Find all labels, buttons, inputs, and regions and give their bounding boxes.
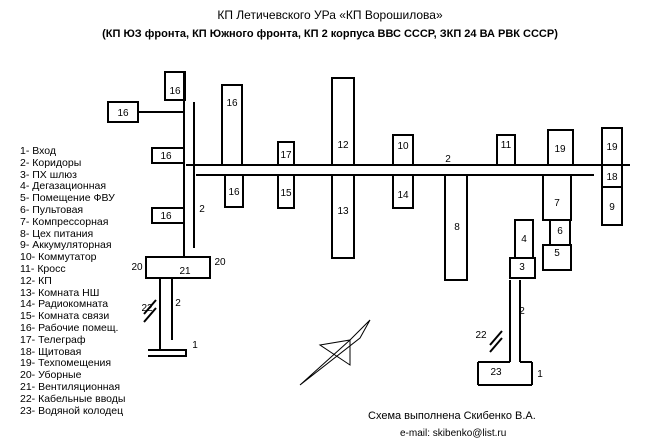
legend-item: 7- Компрессорная xyxy=(20,215,109,228)
room-8 xyxy=(444,174,468,281)
label-14: 14 xyxy=(397,190,409,201)
legend-item: 2- Коридоры xyxy=(20,156,82,169)
legend-item: 11- Кросс xyxy=(20,262,66,275)
room-13 xyxy=(331,174,355,259)
room-9 xyxy=(601,186,623,226)
room-15 xyxy=(277,174,295,209)
room-16-left xyxy=(151,147,185,164)
legend-item: 4- Дегазационная xyxy=(20,180,107,193)
room-5 xyxy=(542,244,572,271)
label-16: 16 xyxy=(226,98,238,109)
label-8: 8 xyxy=(454,222,460,233)
label-7: 7 xyxy=(554,198,560,209)
legend-item: 9- Аккумуляторная xyxy=(20,239,112,252)
legend-item: 18- Щитовая xyxy=(20,345,82,358)
compass-icon xyxy=(299,319,371,386)
left-corridor xyxy=(183,72,195,257)
label-22: 22 xyxy=(475,330,487,341)
legend-item: 17- Телеграф xyxy=(20,333,86,346)
legend-item: 14- Радиокомната xyxy=(20,298,109,311)
legend-item: 3- ПХ шлюз xyxy=(20,168,77,181)
label-9: 9 xyxy=(609,202,615,213)
label-20: 20 xyxy=(131,262,143,273)
label-16: 16 xyxy=(228,187,240,198)
room-16-upper xyxy=(221,84,243,166)
label-23: 23 xyxy=(490,367,502,378)
label-19: 19 xyxy=(606,142,618,153)
label-12: 12 xyxy=(337,140,349,151)
room-3 xyxy=(509,257,536,279)
label-19: 19 xyxy=(554,144,566,155)
label-2: 2 xyxy=(445,154,451,165)
label-21: 21 xyxy=(179,266,191,277)
room-19-a xyxy=(547,129,574,166)
label-2: 2 xyxy=(175,298,181,309)
room-17 xyxy=(277,141,295,166)
label-16: 16 xyxy=(169,86,181,97)
diagram-title: КП Летичевского УРа «КП Ворошилова» xyxy=(217,8,443,22)
legend-item: 8- Цех питания xyxy=(20,227,94,240)
legend-item: 6- Пультовая xyxy=(20,203,84,216)
label-16: 16 xyxy=(117,108,129,119)
legend-item: 15- Комната связи xyxy=(20,310,110,323)
label-5: 5 xyxy=(554,248,560,259)
label-2: 2 xyxy=(519,306,525,317)
legend-item: 19- Техпомещения xyxy=(20,357,112,370)
diagram-subtitle: (КП ЮЗ фронта, КП Южного фронта, КП 2 ко… xyxy=(102,28,558,40)
legend-item: 16- Рабочие помещ. xyxy=(20,321,119,334)
main-corridor xyxy=(186,164,630,176)
room-10 xyxy=(392,134,414,166)
legend-item: 10- Коммутатор xyxy=(20,251,97,264)
label-16: 16 xyxy=(160,151,172,162)
label-6: 6 xyxy=(557,226,563,237)
label-2: 2 xyxy=(199,204,205,215)
room-16-lower xyxy=(151,207,185,224)
label-3: 3 xyxy=(519,262,525,273)
label-1: 1 xyxy=(192,340,198,351)
room-16-top xyxy=(164,71,186,101)
legend-item: 13- Комната НШ xyxy=(20,286,100,299)
legend-item: 21- Вентиляционная xyxy=(20,380,121,393)
label-11: 11 xyxy=(501,140,512,151)
legend-item: 20- Уборные xyxy=(20,369,82,382)
author-credit: Схема выполнена Скибенко В.А. xyxy=(368,410,536,422)
room-16-bottom xyxy=(224,174,244,208)
label-20: 20 xyxy=(214,257,226,268)
legend-item: 12- КП xyxy=(20,274,52,287)
room-14 xyxy=(392,174,414,209)
label-4: 4 xyxy=(521,234,527,245)
lower-left-corridor xyxy=(145,256,211,357)
room-12 xyxy=(331,77,355,166)
legend-item: 23- Водяной колодец xyxy=(20,404,124,417)
label-22: 22 xyxy=(141,303,153,314)
right-corridor xyxy=(477,280,533,386)
label-15: 15 xyxy=(280,188,292,199)
label-13: 13 xyxy=(337,206,349,217)
label-10: 10 xyxy=(397,141,409,152)
label-1: 1 xyxy=(537,369,543,380)
label-18: 18 xyxy=(606,172,618,183)
legend-item: 5- Помещение ФВУ xyxy=(20,192,115,205)
legend-item: 22- Кабельные вводы xyxy=(20,392,126,405)
legend-item: 1- Вход xyxy=(20,145,57,157)
label-17: 17 xyxy=(280,150,292,161)
author-email: e-mail: skibenko@list.ru xyxy=(400,428,507,439)
label-16: 16 xyxy=(160,211,172,222)
room-11 xyxy=(496,134,516,166)
